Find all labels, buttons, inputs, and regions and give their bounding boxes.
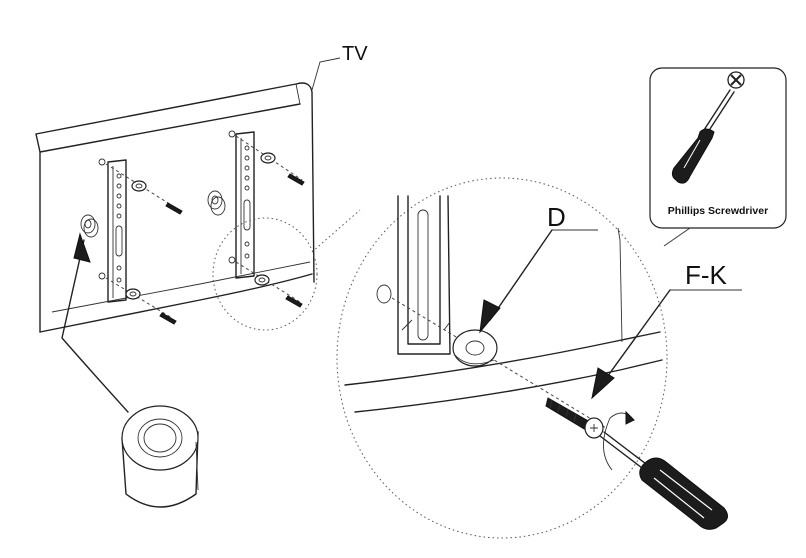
zoom-source-circle xyxy=(212,217,318,331)
washer-label-text: D xyxy=(547,202,566,232)
tv-label-text: TV xyxy=(342,43,368,65)
tv-label: TV xyxy=(311,43,368,91)
fasteners-top-left xyxy=(98,158,183,215)
fasteners-bottom-right xyxy=(228,256,303,308)
spacer-enlarged xyxy=(121,405,199,508)
screw-fk xyxy=(545,397,604,439)
fasteners-bottom-left xyxy=(98,272,177,325)
zoom-detail xyxy=(336,177,668,539)
screwdriver-small-icon xyxy=(671,89,735,184)
right-bracket xyxy=(235,131,255,279)
spacer-left xyxy=(80,214,99,238)
screw-label-text: F-K xyxy=(685,260,728,290)
zoom-mount-hole xyxy=(376,284,392,304)
left-bracket xyxy=(107,159,127,303)
washer-d xyxy=(452,329,498,367)
zoom-connector xyxy=(311,209,361,253)
tv-panel xyxy=(35,82,315,333)
spacer-right xyxy=(207,190,226,216)
screwdriver-large xyxy=(599,431,728,530)
tool-box-label: Phillips Screwdriver xyxy=(668,205,768,217)
zoom-bracket xyxy=(397,195,451,355)
screw-label: F-K xyxy=(591,260,742,400)
spacer-callout xyxy=(61,232,199,508)
washer-label: D xyxy=(479,202,598,334)
rotate-arrow-head xyxy=(625,410,635,425)
tool-box: Phillips Screwdriver xyxy=(649,67,787,247)
phillips-cross-icon xyxy=(727,71,745,89)
fasteners-top-right xyxy=(228,130,305,186)
tool-box-pointer xyxy=(663,227,691,247)
